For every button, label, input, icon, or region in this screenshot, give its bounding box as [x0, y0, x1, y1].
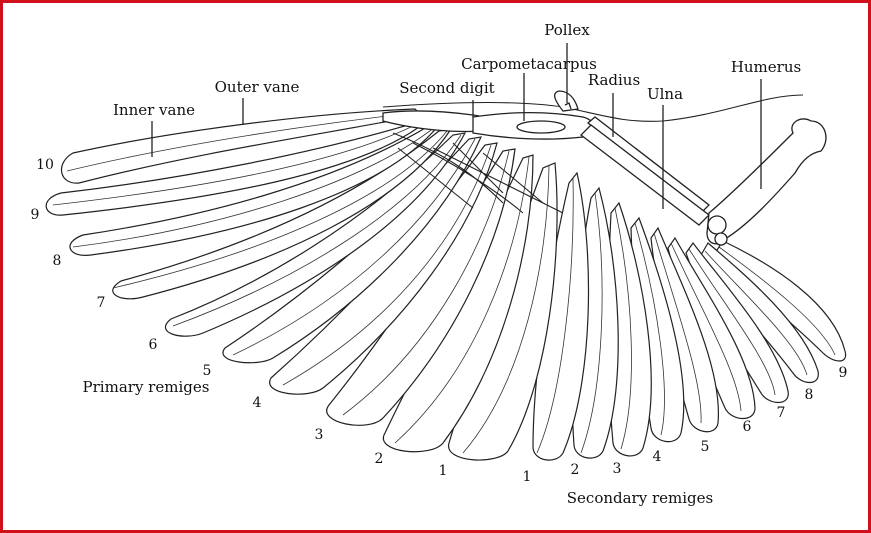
- label-primary-remiges: Primary remiges: [83, 378, 210, 396]
- secondary-number-7: 7: [777, 405, 786, 421]
- label-radius: Radius: [588, 71, 640, 89]
- label-ulna: Ulna: [647, 85, 683, 103]
- label-outer-vane: Outer vane: [215, 78, 300, 96]
- secondary-number-6: 6: [743, 419, 752, 435]
- label-secondary-remiges: Secondary remiges: [567, 489, 713, 507]
- primary-number-3: 3: [315, 427, 324, 443]
- primary-number-6: 6: [149, 337, 158, 353]
- wing-diagram: Pollex Carpometacarpus Second digit Radi…: [3, 3, 871, 533]
- primary-number-10: 10: [36, 157, 54, 173]
- primary-number-8: 8: [53, 253, 62, 269]
- primary-number-5: 5: [203, 363, 212, 379]
- primary-number-1: 1: [439, 463, 448, 479]
- secondary-number-3: 3: [613, 461, 622, 477]
- secondary-number-4: 4: [653, 449, 662, 465]
- label-carpometacarpus: Carpometacarpus: [461, 55, 597, 73]
- label-pollex: Pollex: [544, 21, 590, 39]
- primary-number-9: 9: [31, 207, 40, 223]
- primary-number-4: 4: [253, 395, 262, 411]
- primary-number-7: 7: [97, 295, 106, 311]
- primary-feathers: [46, 109, 557, 460]
- secondary-number-2: 2: [571, 462, 580, 478]
- primary-number-2: 2: [375, 451, 384, 467]
- label-inner-vane: Inner vane: [113, 101, 195, 119]
- label-humerus: Humerus: [731, 58, 801, 76]
- label-second-digit: Second digit: [399, 79, 494, 97]
- secondary-number-5: 5: [701, 439, 710, 455]
- secondary-number-8: 8: [805, 387, 814, 403]
- pollex-bone: [555, 91, 578, 111]
- radius-bone: [588, 117, 709, 211]
- secondary-number-9: 9: [839, 365, 848, 381]
- secondary-number-1: 1: [523, 469, 532, 485]
